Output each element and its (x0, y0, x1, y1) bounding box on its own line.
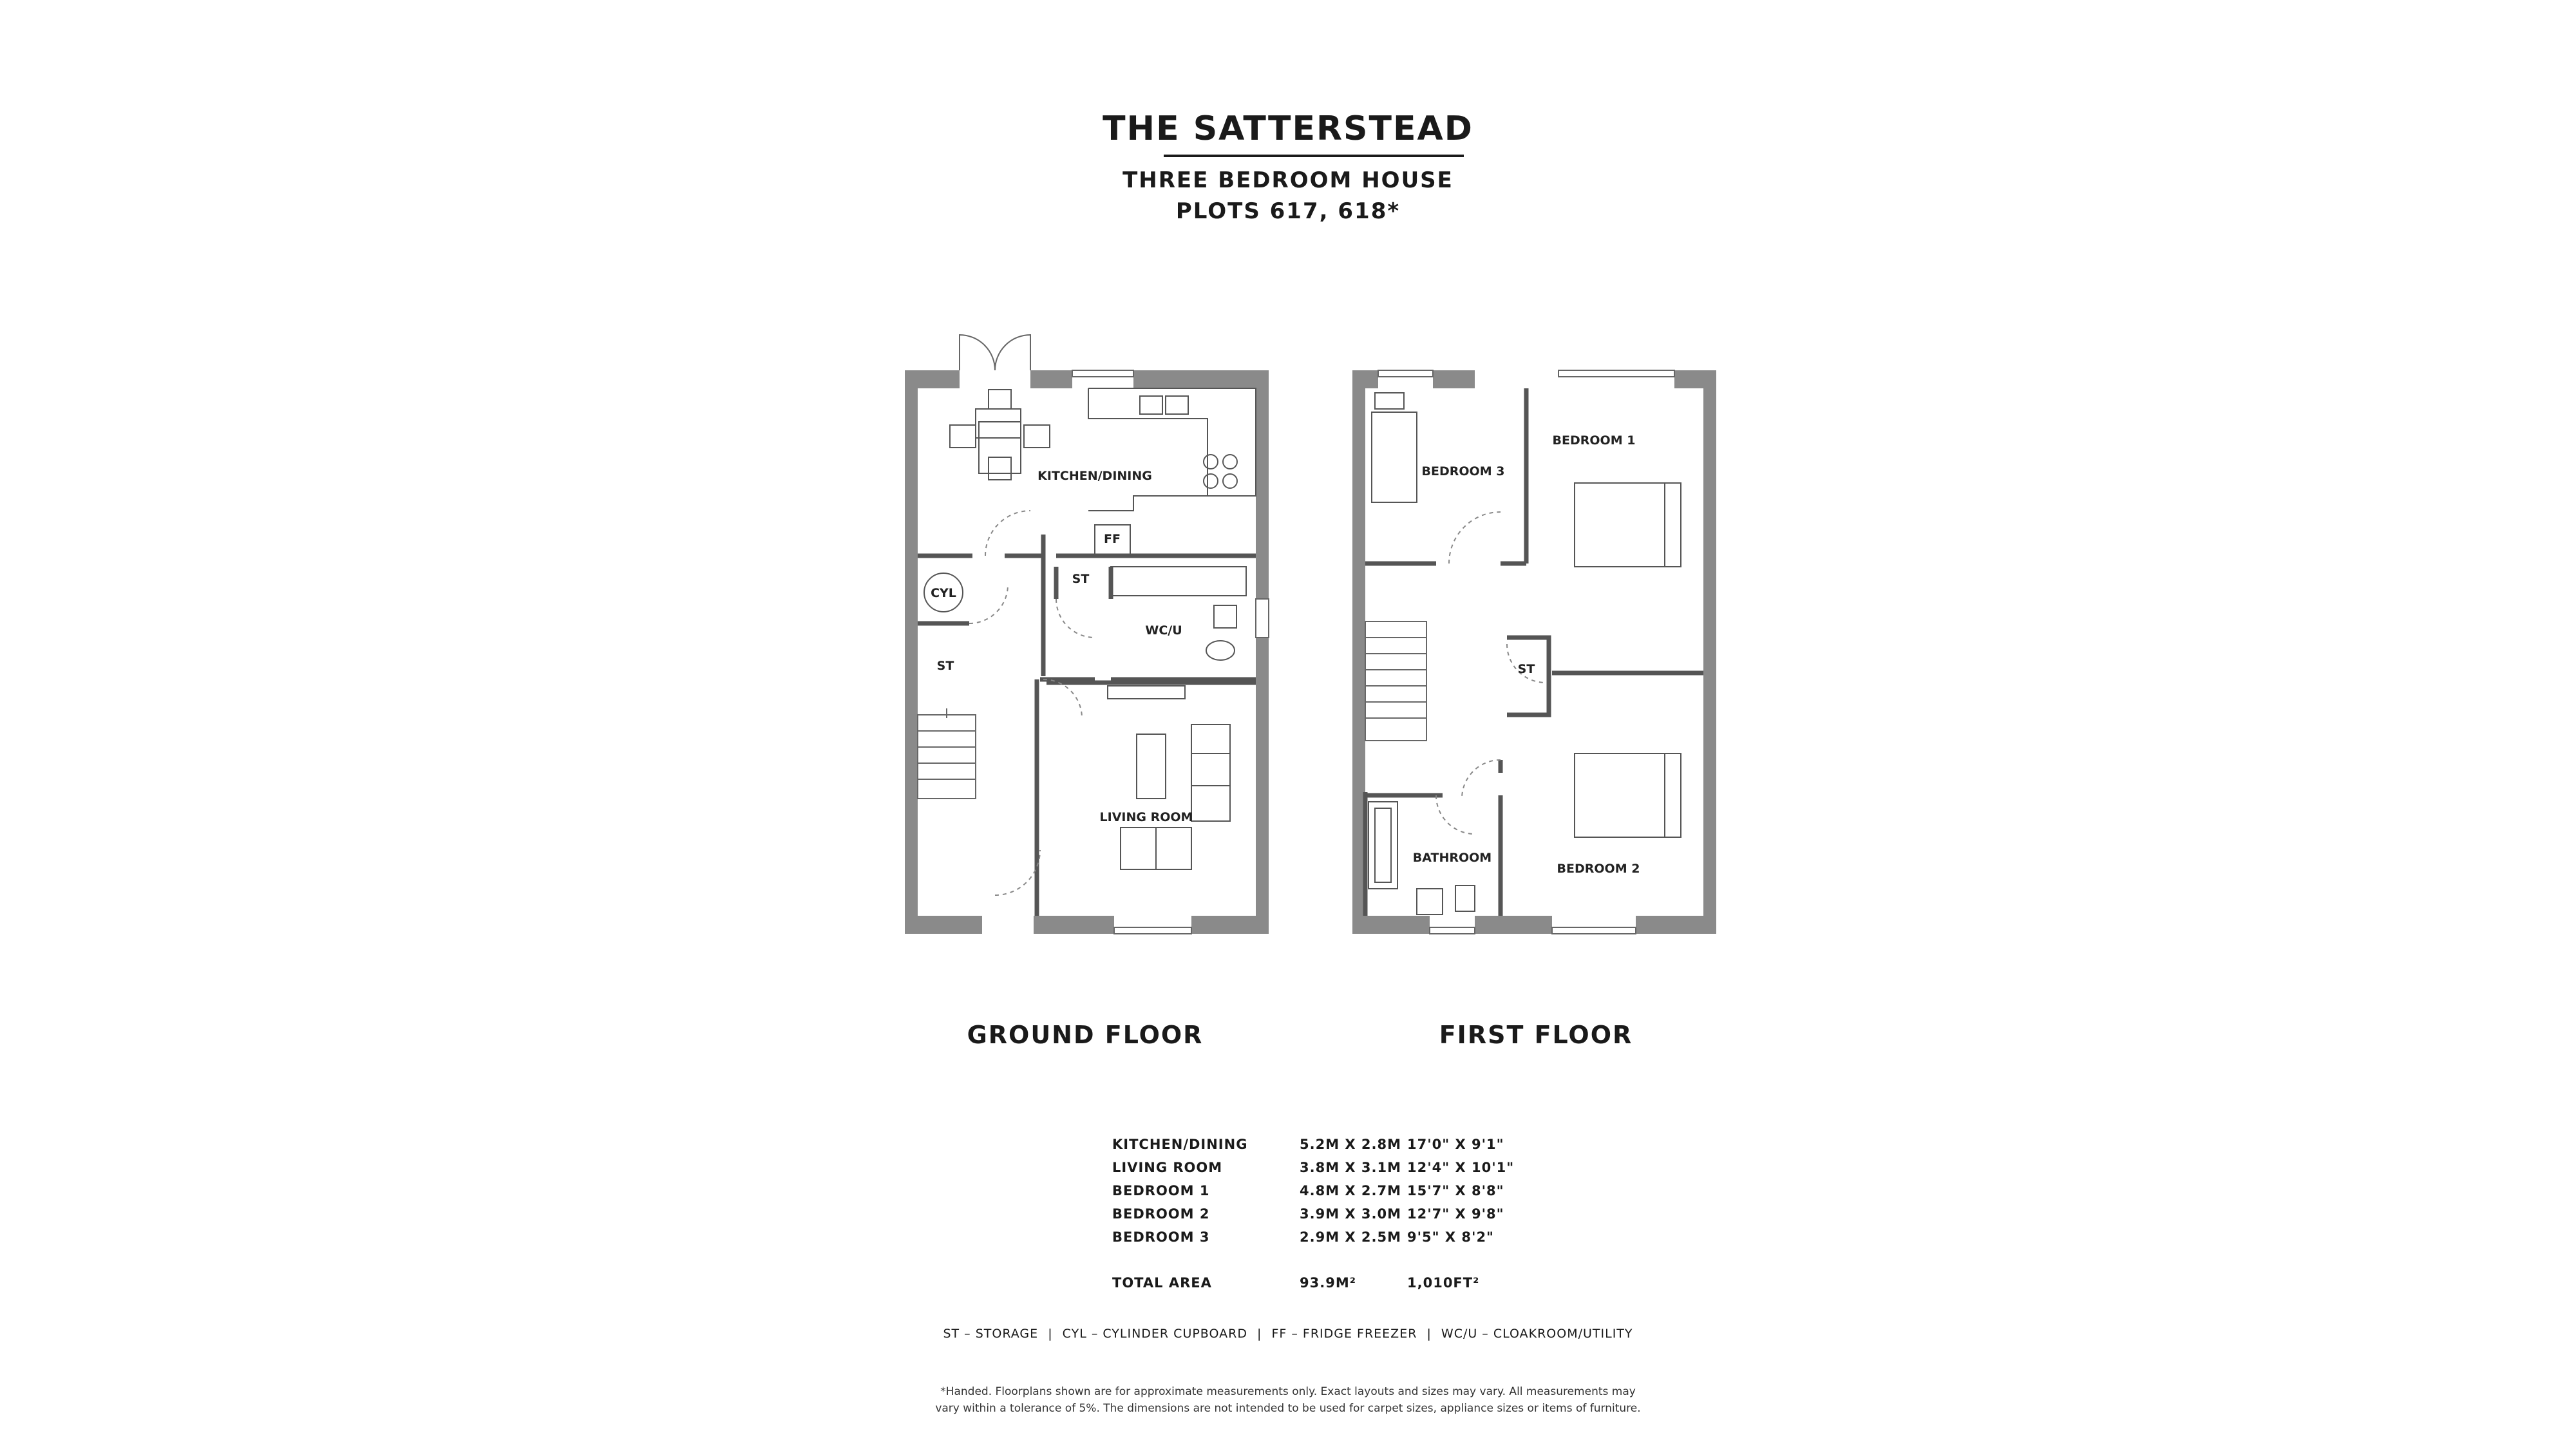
ground-floor-plan: KITCHEN/DINING FF CYL ST ST WC/U LIVING … (905, 334, 1269, 934)
schedule-room: BEDROOM 3 (1112, 1229, 1210, 1245)
first-floor-label: FIRST FLOOR (1439, 1021, 1633, 1049)
schedule-total-metric: 93.9M² (1300, 1275, 1356, 1291)
room-label-ff: FF (1104, 532, 1121, 546)
room-label-bed2: BEDROOM 2 (1557, 862, 1640, 876)
windows (1378, 370, 1675, 934)
wc-fixtures-icon (1110, 566, 1247, 661)
dining-table-icon (949, 389, 1050, 480)
stairs-icon (917, 708, 976, 799)
legend-ff: FF – FRIDGE FREEZER (1271, 1327, 1417, 1341)
internal-walls (918, 535, 1256, 916)
room-label-st-hall: ST (937, 659, 954, 673)
stairs-icon (1365, 621, 1427, 741)
schedule-metric: 2.9M X 2.5M (1300, 1229, 1402, 1245)
schedule-metric: 4.8M X 2.7M (1300, 1183, 1402, 1198)
door-swings (969, 510, 1095, 896)
room-label-living: LIVING ROOM (1100, 810, 1193, 824)
room-label-st: ST (1518, 662, 1535, 676)
room-label-bed3: BEDROOM 3 (1422, 464, 1505, 478)
title-divider (1164, 155, 1464, 157)
room-label-kitchen: KITCHEN/DINING (1037, 469, 1152, 483)
legend-separator: | (1048, 1327, 1053, 1341)
ground-floor-label: GROUND FLOOR (967, 1021, 1204, 1049)
internal-walls (1363, 388, 1703, 916)
room-label-bed1: BEDROOM 1 (1553, 433, 1636, 448)
bed-icon (1371, 392, 1681, 838)
schedule-imperial: 9'5" X 8'2" (1407, 1229, 1495, 1245)
plan-title: THE SATTERSTEAD (1103, 109, 1473, 148)
schedule-imperial: 17'0" X 9'1" (1407, 1137, 1504, 1152)
patio-doors-icon (959, 334, 1031, 371)
schedule-room: BEDROOM 2 (1112, 1206, 1210, 1222)
schedule-imperial: 12'7" X 9'8" (1407, 1206, 1504, 1222)
schedule-metric: 5.2M X 2.8M (1300, 1137, 1402, 1152)
schedule-total-imperial: 1,010FT² (1407, 1275, 1480, 1291)
room-label-wcu: WC/U (1145, 623, 1182, 638)
disclaimer-line-1: *Handed. Floorplans shown are for approx… (940, 1385, 1636, 1398)
abbreviation-legend: ST – STORAGE | CYL – CYLINDER CUPBOARD |… (0, 1327, 2576, 1341)
schedule-imperial: 12'4" X 10'1" (1407, 1160, 1515, 1175)
schedule-imperial: 15'7" X 8'8" (1407, 1183, 1504, 1198)
legend-separator: | (1426, 1327, 1432, 1341)
room-label-bathroom: BATHROOM (1413, 851, 1492, 865)
schedule-metric: 3.8M X 3.1M (1300, 1160, 1402, 1175)
room-label-cyl: CYL (931, 586, 956, 600)
door-swings (1435, 511, 1546, 835)
first-floor-walls (1352, 370, 1716, 934)
windows (1072, 370, 1269, 934)
room-label-st-small: ST (1072, 572, 1090, 586)
first-floor-plan: BEDROOM 3 BEDROOM 1 ST BATHROOM BEDROOM … (1352, 370, 1716, 934)
living-room-furniture (1107, 685, 1231, 870)
plan-subtitle: THREE BEDROOM HOUSE (1122, 167, 1454, 193)
bathroom-fixtures-icon (1368, 801, 1475, 915)
schedule-metric: 3.9M X 3.0M (1300, 1206, 1402, 1222)
legend-cyl: CYL – CYLINDER CUPBOARD (1062, 1327, 1247, 1341)
schedule-room: LIVING ROOM (1112, 1160, 1223, 1175)
legend-wcu: WC/U – CLOAKROOM/UTILITY (1441, 1327, 1633, 1341)
ground-floor-walls (905, 370, 1269, 934)
legend-st: ST – STORAGE (943, 1327, 1039, 1341)
schedule-total-label: TOTAL AREA (1112, 1275, 1212, 1291)
legend-separator: | (1257, 1327, 1262, 1341)
plots-label: PLOTS 617, 618* (1175, 198, 1401, 224)
disclaimer-line-2: vary within a tolerance of 5%. The dimen… (935, 1402, 1641, 1415)
kitchen-units (1088, 388, 1256, 556)
schedule-room: BEDROOM 1 (1112, 1183, 1210, 1198)
schedule-room: KITCHEN/DINING (1112, 1137, 1248, 1152)
cylinder-icon (923, 573, 963, 612)
